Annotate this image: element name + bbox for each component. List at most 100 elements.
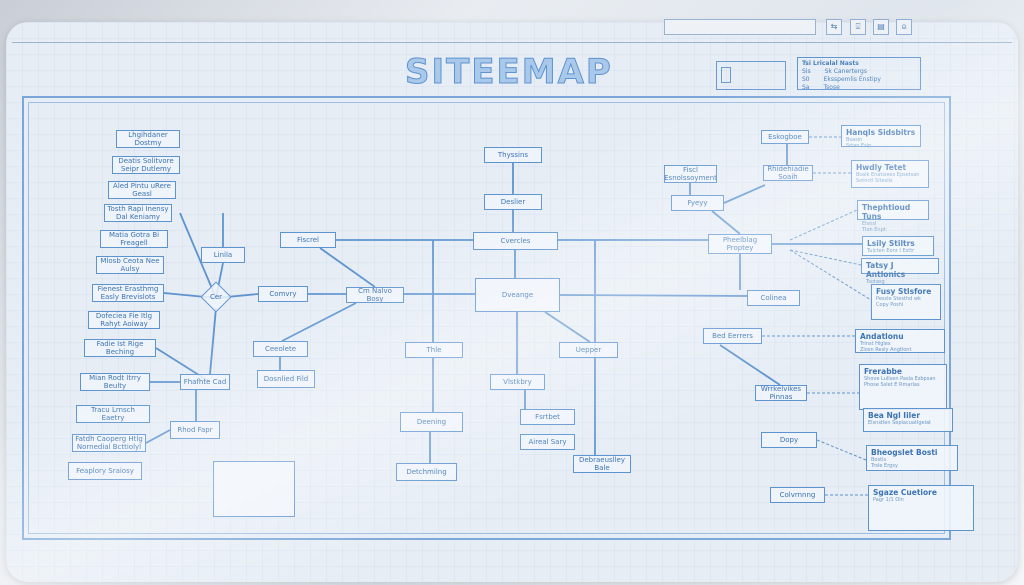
card-line: Pessle Stesthd wk xyxy=(876,296,921,302)
sitemap-node[interactable]: Dveange xyxy=(475,278,560,312)
sitemap-node[interactable]: Mlosb Ceota Nee Aulsy xyxy=(96,256,164,274)
sitemap-node[interactable]: Feaplory Sraiosy xyxy=(68,462,142,480)
sitemap-node[interactable]: Eskogboe xyxy=(761,130,809,144)
node-label: Fadie Ist Rige Beching xyxy=(96,340,144,356)
sitemap-node[interactable]: Fiscrel xyxy=(280,232,336,248)
sitemap-node[interactable]: Ceeolete xyxy=(253,341,308,357)
sitemap-node[interactable]: Rhidehiadie Soaih xyxy=(763,165,813,181)
node-label: Linila xyxy=(213,251,233,259)
legend-title: Tsi Lricalal Nasts xyxy=(802,60,859,67)
sitemap-node[interactable]: Debraeuslley Bale xyxy=(573,455,631,473)
sitemap-node[interactable]: Lhgihdaner Dostmy xyxy=(116,130,180,148)
thumbnail-preview xyxy=(716,61,786,90)
user-icon[interactable]: ⍗ xyxy=(850,19,866,35)
sitemap-node[interactable]: Aireal Sary xyxy=(520,434,575,450)
search-input[interactable] xyxy=(664,19,816,35)
sitemap-node[interactable]: Fiscl Esnolssoyment xyxy=(664,165,717,183)
sitemap-node[interactable]: Fienest Erasthmg Easly Brevislots xyxy=(92,284,164,302)
card-title: Lsily Stiltrs xyxy=(867,239,915,248)
node-label: Rhidehiadie Soaih xyxy=(767,165,809,181)
card-line: Pagr 1/1 Oln xyxy=(873,497,904,503)
node-label: Tosth Rapi Inensy Dal Keniamy xyxy=(107,205,169,221)
sitemap-node[interactable]: Thle xyxy=(405,342,463,358)
connector-line xyxy=(789,209,858,241)
node-label: Colvrnnng xyxy=(779,491,816,499)
sitemap-node[interactable]: Bed Eerrers xyxy=(703,328,762,344)
expand-arrows-icon[interactable]: ⇆ xyxy=(826,19,842,35)
sitemap-node[interactable]: Uepper xyxy=(559,342,618,358)
sitemap-node[interactable]: Cm Nalvo Bosy xyxy=(346,287,404,303)
card-line: Bsalk Enatsiees Epsetsan xyxy=(856,172,920,178)
document-icon[interactable]: ▤ xyxy=(873,19,889,35)
sitemap-node[interactable]: Tracu Lrnsch Eaetry xyxy=(76,405,150,423)
sitemap-node[interactable]: Deening xyxy=(400,412,463,432)
sitemap-node[interactable]: Detchmilng xyxy=(396,463,457,481)
sitemap-node[interactable]: Dofeciea Fie Itlg Rahyt Aoiway xyxy=(88,311,160,329)
page-title: SITEEMAP xyxy=(405,52,613,93)
legend-key: Sis xyxy=(802,68,811,75)
card-line: Bostls xyxy=(871,457,887,463)
legend-label: Sk Canertergs xyxy=(824,68,867,75)
card-title: Sgaze Cuetiore xyxy=(873,488,937,497)
sitemap-node[interactable]: Deatis Solitvore Seipr Dutlemy xyxy=(112,156,180,174)
sitemap-node[interactable]: Cvercles xyxy=(473,232,558,250)
node-label: Tracu Lrnsch Eaetry xyxy=(91,406,135,422)
sitemap-node[interactable]: Mian Rodt Itrry Beulty xyxy=(80,373,150,391)
node-label: Fiscl Esnolssoyment xyxy=(664,166,717,182)
node-label: Fatdh Caoperg Htlg Nornedial Bcttiolyl xyxy=(75,435,143,451)
card-line: Elsnstlen Seplacuatlgelat xyxy=(868,420,931,426)
sitemap-node[interactable]: Rhod Fapr xyxy=(170,421,220,439)
connector-line xyxy=(711,210,741,235)
card-title: Hwdly Tetet xyxy=(856,163,907,172)
image-placeholder[interactable] xyxy=(213,461,295,517)
node-label: Fhafhte Cad xyxy=(183,378,227,386)
node-label: Pheelblag Proptey xyxy=(722,236,758,252)
sitemap-node[interactable]: Deslier xyxy=(484,194,542,210)
node-label: Bed Eerrers xyxy=(712,332,753,340)
sitemap-node[interactable]: Wrrkelvikes Pinnas xyxy=(755,385,807,401)
sitemap-node[interactable]: Thyssins xyxy=(484,147,542,163)
sitemap-node[interactable]: Fhafhte Cad xyxy=(180,374,230,390)
sitemap-node[interactable]: Tosth Rapi Inensy Dal Keniamy xyxy=(104,204,172,222)
card-line: Bsasin xyxy=(846,137,863,143)
node-label: Detchmilng xyxy=(406,468,447,476)
sitemap-node[interactable]: Dopy xyxy=(761,432,817,448)
sitemap-node[interactable]: Pheelblag Proptey xyxy=(708,234,772,254)
node-label: Wrrkelvikes Pinnas xyxy=(760,385,802,401)
node-label: Aireal Sary xyxy=(528,438,567,446)
sitemap-node[interactable]: Fyeyy xyxy=(671,195,724,211)
sitemap-node[interactable]: Linila xyxy=(201,247,245,263)
card-line: Tlon Enpt xyxy=(862,227,886,233)
node-label: Cm Nalvo Bosy xyxy=(358,287,392,303)
connector-line xyxy=(209,307,217,375)
node-label: Fyeyy xyxy=(687,199,708,207)
sitemap-node[interactable]: Fsrtbet xyxy=(520,409,575,425)
sitemap-node[interactable]: Fatdh Caoperg Htlg Nornedial Bcttiolyl xyxy=(72,434,146,452)
sitemap-node[interactable]: Matia Gotra Bi Freagell xyxy=(100,230,168,248)
sitemap-node[interactable]: Colvrnnng xyxy=(770,487,825,503)
node-label: Colinea xyxy=(760,294,787,302)
sitemap-node[interactable]: Aled Pintu uRere Geasl xyxy=(108,181,176,199)
sitemap-node[interactable]: Fadie Ist Rige Beching xyxy=(84,339,156,357)
sitemap-node[interactable]: Colinea xyxy=(747,290,800,306)
connector-line xyxy=(789,249,862,266)
node-label: Deatis Solitvore Seipr Dutlemy xyxy=(118,157,174,173)
sitemap-node[interactable]: Dosnlied Fild xyxy=(257,370,315,388)
sitemap-node[interactable]: Vlstkbry xyxy=(490,374,545,390)
node-label: Matia Gotra Bi Freagell xyxy=(108,231,160,247)
node-label: Fienest Erasthmg Easly Brevislots xyxy=(97,285,159,301)
profile-icon[interactable]: ⍝ xyxy=(896,19,912,35)
sitemap-node[interactable]: Comvry xyxy=(258,286,308,302)
